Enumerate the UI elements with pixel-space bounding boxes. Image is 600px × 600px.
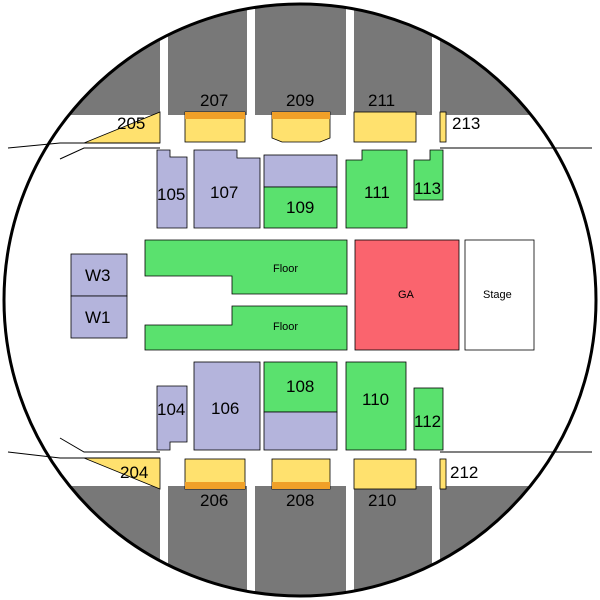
aisle <box>247 4 255 115</box>
aisle <box>346 486 354 596</box>
aisle <box>346 4 354 115</box>
section-207-front-row <box>185 112 245 119</box>
floor-top[interactable] <box>144 239 348 295</box>
section-211-premium[interactable] <box>353 111 417 143</box>
label-w1: W1 <box>85 308 111 327</box>
section-111[interactable] <box>345 149 408 229</box>
concourse-edge <box>7 142 160 149</box>
label-105: 105 <box>157 185 185 204</box>
label-110: 110 <box>362 390 389 409</box>
aisle <box>432 4 440 115</box>
section-213-premium[interactable] <box>439 111 447 143</box>
aisle <box>247 486 255 596</box>
floor-bottom[interactable] <box>144 305 348 351</box>
section-106[interactable] <box>193 361 261 451</box>
section-206-front-row <box>185 482 245 489</box>
section-109-upper[interactable] <box>263 154 338 188</box>
label-106: 106 <box>211 399 239 418</box>
label-204: 204 <box>120 463 148 482</box>
section-212-premium[interactable] <box>439 458 447 490</box>
label-205: 205 <box>117 114 145 133</box>
concourse-edge <box>59 147 160 160</box>
general-admission[interactable] <box>354 239 460 351</box>
label-ga: GA <box>398 289 415 301</box>
label-111: 111 <box>364 183 390 202</box>
section-113[interactable] <box>413 149 444 201</box>
label-stage: Stage <box>483 289 512 301</box>
section-w3[interactable] <box>70 253 128 297</box>
section-109[interactable] <box>263 186 338 229</box>
label-209: 209 <box>286 91 314 110</box>
section-108-lower[interactable] <box>263 411 338 451</box>
label-floor-top: Floor <box>273 263 298 275</box>
label-108: 108 <box>286 377 314 396</box>
section-105[interactable] <box>156 149 188 229</box>
section-208-front-row <box>272 482 330 489</box>
section-209-front-row <box>272 112 330 119</box>
label-w3: W3 <box>85 266 111 285</box>
section-104[interactable] <box>156 385 188 451</box>
concourse-edge <box>59 437 160 453</box>
label-211: 211 <box>368 91 395 110</box>
label-206: 206 <box>200 491 228 510</box>
label-208: 208 <box>286 491 314 510</box>
aisle <box>160 486 168 596</box>
section-110[interactable] <box>345 361 407 451</box>
concourse-edge <box>7 451 160 459</box>
section-w1[interactable] <box>70 295 128 339</box>
label-104: 104 <box>157 400 185 419</box>
label-210: 210 <box>368 491 396 510</box>
label-207: 207 <box>200 91 228 110</box>
aisle <box>432 486 440 596</box>
section-107[interactable] <box>193 149 261 229</box>
label-112: 112 <box>414 412 441 431</box>
stage <box>464 239 535 351</box>
aisle <box>160 4 168 115</box>
label-113: 113 <box>414 179 441 198</box>
label-107: 107 <box>210 183 238 202</box>
label-212: 212 <box>450 463 478 482</box>
label-floor-bottom: Floor <box>273 321 298 333</box>
concourse <box>4 115 596 486</box>
label-213: 213 <box>452 114 480 133</box>
section-112[interactable] <box>413 387 444 451</box>
section-210-premium[interactable] <box>353 458 417 490</box>
label-109: 109 <box>286 198 314 217</box>
